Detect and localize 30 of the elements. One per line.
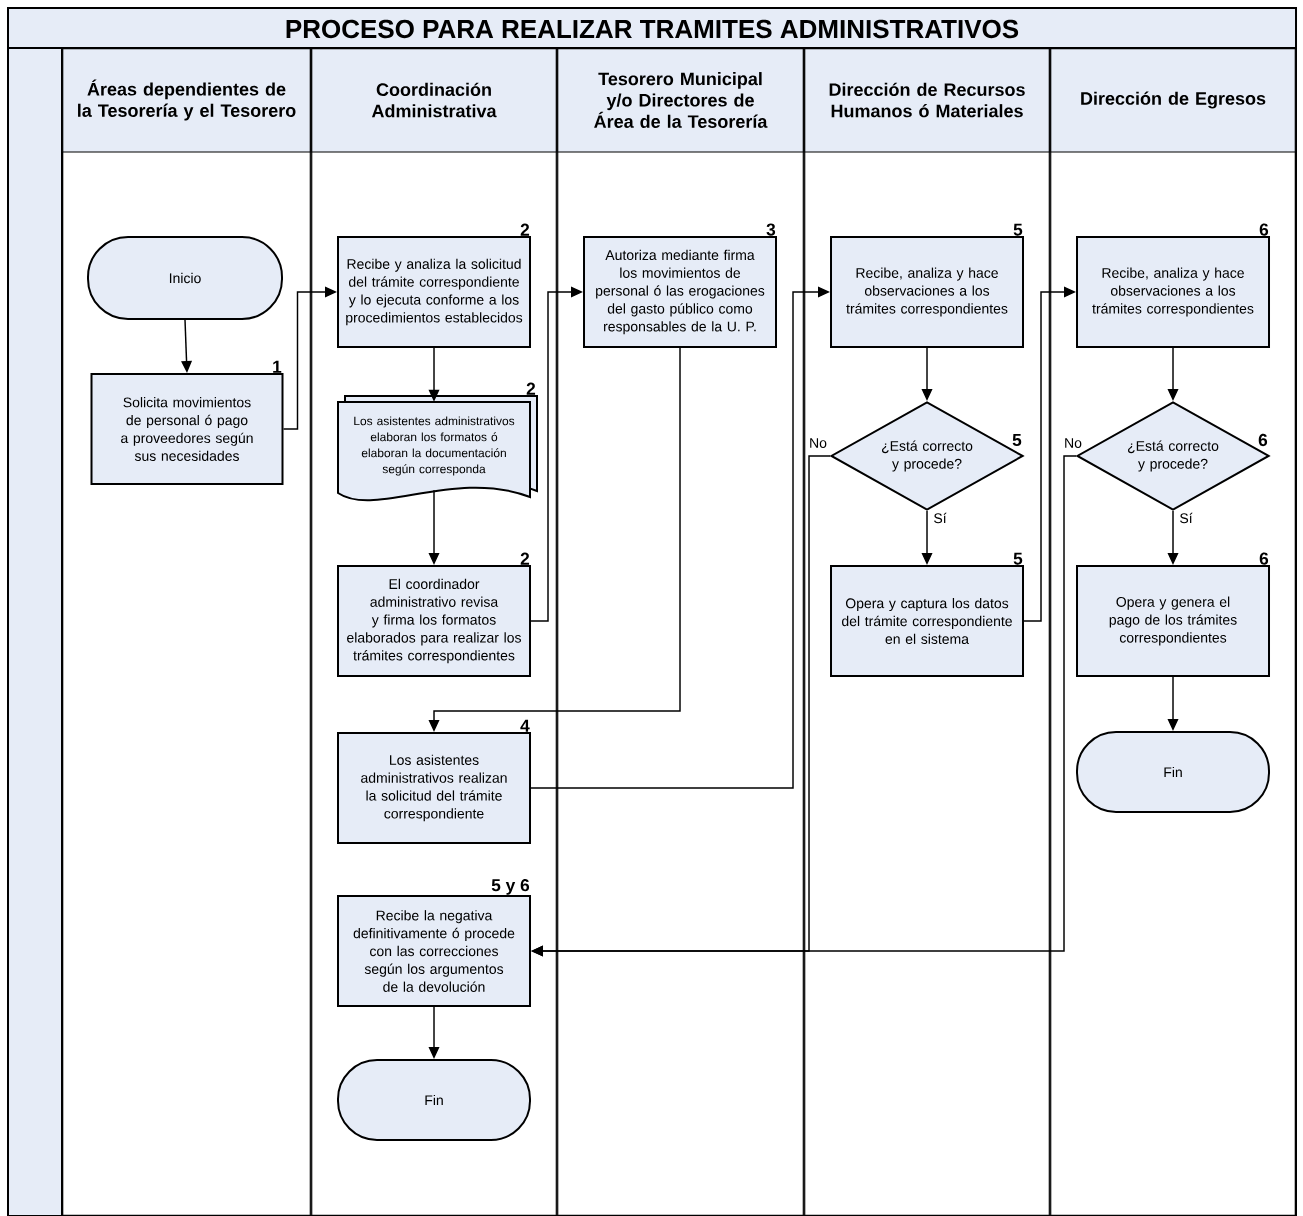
edge-label: No (807, 436, 829, 450)
step-number: 5 (1013, 552, 1023, 565)
step-number: 6 (1258, 433, 1268, 447)
process-box: Opera y captura los datos del trámite correspondiente en el sistema (830, 565, 1024, 677)
process-box: Recibe y analiza la solicitud del trámite correspondiente y lo ejecuta conforme a los procedimientos establecidos (337, 236, 531, 348)
step-number: 6 (1259, 223, 1269, 236)
terminal-box: Inicio (87, 236, 283, 320)
step-number: 1 (273, 360, 282, 373)
process-box: El coordinador administrativo revisa y firma los formatos elaborados para realizar los trámites correspondientes (337, 565, 531, 677)
step-number: 2 (520, 552, 530, 565)
terminal-box: Fin (1076, 731, 1270, 813)
step-number: 2 (520, 223, 530, 236)
terminal-box: Fin (337, 1059, 531, 1141)
step-number: 5 (1012, 433, 1022, 447)
step-number: 5 y 6 (491, 879, 530, 895)
edge-label: No (1062, 436, 1084, 450)
step-number: 6 (1259, 552, 1269, 565)
process-box: Recibe la negativa definitivamente ó procede con las correcciones según los argumentos de la devolución (337, 895, 531, 1007)
process-box: Autoriza mediante firma los movimientos de personal ó las erogaciones del gasto público como responsables de la U. P. (583, 236, 777, 348)
step-number: 5 (1013, 223, 1023, 236)
step-number: 4 (520, 719, 530, 732)
process-box: Solicita movimientos de personal ó pago a proveedores según sus necesidades (90, 373, 284, 485)
step-number: 2 (526, 382, 536, 395)
process-box: Los asistentes administrativos realizan la solicitud del trámite correspondiente (337, 732, 531, 844)
step-number: 3 (766, 223, 776, 236)
edge-label: Sí (1178, 511, 1194, 525)
edge-label: Sí (932, 511, 948, 525)
process-box: Recibe, analiza y hace observaciones a los trámites correspondientes (830, 236, 1024, 348)
process-box: Recibe, analiza y hace observaciones a los trámites correspondientes (1076, 236, 1270, 348)
process-box: Opera y genera el pago de los trámites correspondientes (1076, 565, 1270, 677)
